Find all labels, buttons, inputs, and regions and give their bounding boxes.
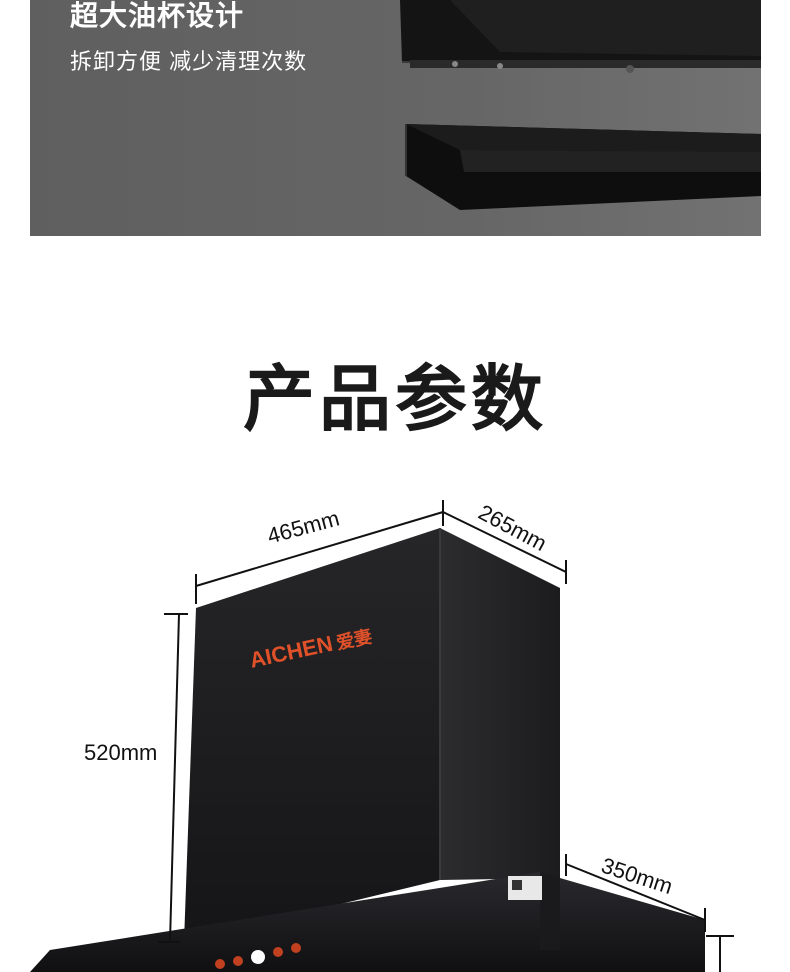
- hood-front-panel: [184, 528, 440, 942]
- control-button: [291, 943, 301, 953]
- control-button: [215, 959, 225, 969]
- banner-title: 超大油杯设计: [70, 0, 245, 31]
- dimension-lines: [158, 500, 734, 972]
- oil-cup-illustration: [400, 0, 761, 210]
- range-hood-illustration: [30, 500, 734, 972]
- control-button: [251, 950, 265, 964]
- oil-cup-banner: 超大油杯设计 拆卸方便 减少清理次数: [30, 0, 761, 236]
- height-label: 520mm: [84, 740, 158, 765]
- banner-subtitle: 拆卸方便 减少清理次数: [70, 49, 308, 74]
- control-button: [233, 956, 243, 966]
- hood-side-panel: [440, 528, 560, 880]
- section-title: 产品参数: [242, 360, 547, 440]
- control-button: [273, 947, 283, 957]
